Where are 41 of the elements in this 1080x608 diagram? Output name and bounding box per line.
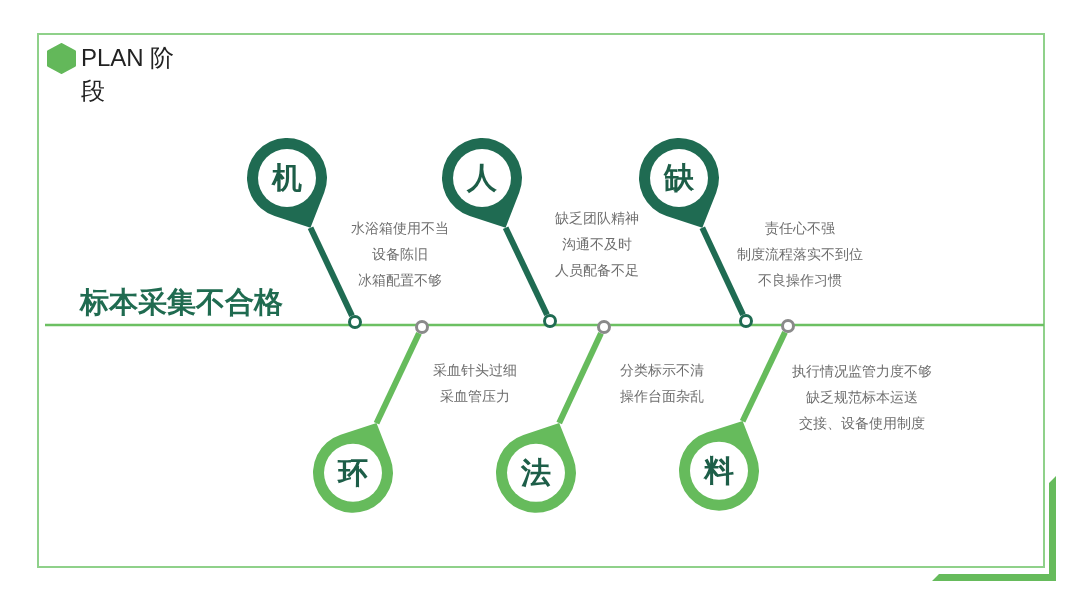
junction-ring bbox=[739, 314, 753, 328]
junction-ring bbox=[415, 320, 429, 334]
cause-text: 责任心不强 bbox=[765, 219, 835, 237]
connector-stick bbox=[502, 226, 550, 316]
cause-text: 水浴箱使用不当 bbox=[351, 219, 449, 237]
connector-stick bbox=[739, 331, 788, 423]
cause-text: 设备陈旧 bbox=[372, 245, 428, 263]
cause-text: 分类标示不清 bbox=[620, 361, 704, 379]
junction-ring bbox=[781, 319, 795, 333]
pin-letter: 料 bbox=[704, 456, 734, 486]
junction-ring bbox=[543, 314, 557, 328]
map-pin bbox=[312, 422, 394, 514]
cause-text: 操作台面杂乱 bbox=[620, 387, 704, 405]
cause-text: 交接、设备使用制度 bbox=[799, 414, 925, 432]
slide-title: PLAN 阶段 bbox=[81, 43, 176, 106]
map-pin bbox=[638, 137, 720, 229]
junction-ring bbox=[597, 320, 611, 334]
map-pin bbox=[246, 137, 328, 229]
connector-stick bbox=[373, 332, 422, 425]
pin-letter: 法 bbox=[521, 458, 551, 488]
cause-text: 缺乏团队精神 bbox=[555, 209, 639, 227]
cause-text: 执行情况监管力度不够 bbox=[792, 362, 932, 380]
cause-text: 采血管压力 bbox=[440, 387, 510, 405]
map-pin bbox=[495, 422, 577, 514]
junction-ring bbox=[348, 315, 362, 329]
pin-letter: 缺 bbox=[664, 163, 694, 193]
cause-text: 采血针头过细 bbox=[433, 361, 517, 379]
pin-letter: 环 bbox=[338, 458, 368, 488]
problem-label: 标本采集不合格 bbox=[80, 284, 283, 320]
cause-text: 冰箱配置不够 bbox=[358, 271, 442, 289]
cause-text: 不良操作习惯 bbox=[758, 271, 842, 289]
cause-text: 缺乏规范标本运送 bbox=[806, 388, 918, 406]
pin-letter: 人 bbox=[467, 163, 497, 193]
map-pin bbox=[678, 420, 760, 512]
pin-letter: 机 bbox=[272, 163, 302, 193]
cause-text: 沟通不及时 bbox=[562, 235, 632, 253]
cause-text: 人员配备不足 bbox=[555, 261, 639, 279]
connector-stick bbox=[699, 226, 746, 316]
connector-stick bbox=[307, 226, 355, 317]
connector-stick bbox=[556, 332, 604, 425]
cause-text: 制度流程落实不到位 bbox=[737, 245, 863, 263]
